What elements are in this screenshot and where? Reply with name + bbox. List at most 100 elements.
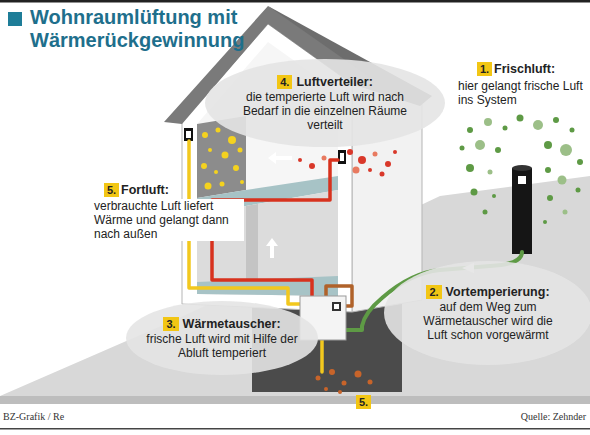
callout-number: 4. (280, 76, 289, 88)
exhaust-dots (342, 381, 347, 386)
red-dots (322, 156, 327, 161)
ellipse-shape (126, 301, 318, 375)
red-dots (347, 149, 353, 155)
air-intake-tower (512, 168, 532, 254)
exhaust-dots (329, 369, 335, 375)
callout-heading: Fortluft: (121, 183, 169, 198)
green-dots (553, 117, 559, 123)
green-dots (570, 128, 575, 133)
number-badge: 5. (104, 183, 119, 197)
callout-number: 3. (166, 318, 175, 330)
yellow-dots (216, 128, 221, 133)
callout-text-block: Luftverteiler:die temperierte Luft wird … (238, 75, 413, 132)
yellow-dots (202, 132, 208, 138)
callout-ellipse: Luftverteiler:die temperierte Luft wird … (205, 59, 445, 147)
yellow-dots (222, 152, 229, 159)
ellipse-shape (205, 59, 445, 147)
air-ducts (320, 340, 324, 372)
callout-body: die temperierte Luft wird nach Bedarf in… (238, 90, 413, 132)
house (340, 153, 344, 161)
yellow-dots (205, 183, 212, 190)
green-dots (475, 140, 485, 150)
yellow-dots (238, 148, 243, 153)
red-dots (368, 168, 372, 172)
ellipse-shape (384, 261, 590, 365)
yellow-dots (240, 180, 244, 184)
green-dots (517, 115, 524, 122)
green-dots (577, 159, 583, 165)
callout-number: 1. (480, 63, 489, 75)
green-dots (460, 146, 465, 151)
heat-exchanger-unit (334, 304, 339, 309)
red-dots (309, 163, 315, 169)
house (338, 150, 346, 164)
air-intake-tower (518, 176, 526, 184)
top-rule (0, 0, 590, 3)
airflow-arrows (268, 152, 292, 164)
green-dots (543, 220, 547, 224)
green-dots (558, 176, 567, 185)
red-dots (353, 167, 360, 174)
green-dots (503, 126, 508, 131)
green-dots (492, 194, 496, 198)
credit-text: BZ-Grafik / Re (3, 411, 64, 423)
green-dots (471, 189, 478, 196)
green-dots (483, 210, 488, 215)
red-dots (380, 172, 385, 177)
number-badge: 2. (426, 285, 441, 299)
number-badge: 3. (163, 317, 178, 331)
house (164, 6, 432, 312)
title-text: Wohnraumlüftung mit Wärmerückgewinnung (30, 6, 262, 52)
exhaust-dots (316, 376, 321, 381)
callout-ellipse: Wärmetauscher:frische Luft wird mit Hilf… (126, 301, 318, 375)
source-text: Quelle: Zehnder (521, 411, 586, 423)
house (186, 131, 191, 138)
air-intake-tower (512, 165, 532, 171)
yellow-dots (214, 170, 218, 174)
green-dots (547, 195, 553, 201)
ground (0, 396, 590, 404)
ground (0, 176, 590, 404)
green-dots (495, 147, 501, 153)
green-dots (545, 167, 551, 173)
callout-body: verbrauchte Luft liefert Wärme und gelan… (94, 199, 244, 241)
heat-exchanger-unit (332, 302, 341, 311)
ground (0, 176, 590, 404)
callout-heading: Frischluft: (494, 62, 555, 77)
green-dots (488, 170, 493, 175)
red-dots (298, 158, 302, 162)
yellow-dots (220, 182, 225, 187)
green-dots (484, 118, 492, 126)
exhaust-dots (355, 371, 362, 378)
callout-heading: Luftverteiler: (238, 75, 413, 90)
yellow-dots (228, 136, 236, 144)
callout-number: 5. (359, 396, 368, 408)
callout-number: 2. (429, 286, 438, 298)
callout-body: frische Luft wird mit Hilfe der Abluft t… (142, 332, 302, 360)
green-dots (560, 144, 572, 156)
air-intake-tower (512, 165, 532, 254)
callout-body: auf dem Weg zum Wärmetauscher wird die L… (412, 300, 564, 342)
red-dots (298, 149, 397, 177)
exhaust-dots (316, 369, 373, 394)
yellow-dots (201, 128, 244, 190)
number-badge: 4. (277, 75, 292, 89)
green-dots (467, 127, 473, 133)
title-square (8, 12, 22, 26)
callout-number: 5. (107, 184, 116, 196)
yellow-dots (233, 165, 239, 171)
green-dots (544, 141, 552, 149)
green-dots (563, 210, 568, 215)
number-badge: 1. (477, 62, 492, 76)
house (184, 128, 193, 141)
red-dots (393, 150, 397, 154)
callout-ellipse: Vortemperierung:auf dem Weg zum Wärmetau… (384, 261, 590, 365)
red-dots (358, 156, 366, 164)
airflow-arrows (226, 152, 474, 273)
bottom-rule (0, 428, 590, 430)
exhaust-dots (324, 387, 328, 391)
number-badge: 5. (356, 395, 371, 409)
callout-body: hier gelangt frische Luft ins System (458, 79, 584, 107)
house (246, 204, 258, 291)
